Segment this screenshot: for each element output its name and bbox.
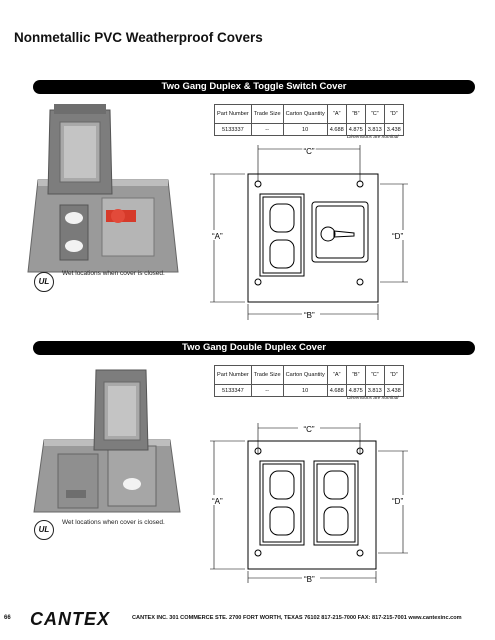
cell-c: 3.813 (364, 123, 385, 136)
product-photo-duplex-toggle (27, 104, 179, 273)
ul-mark-text: UL (38, 277, 50, 286)
page-title: Nonmetallic PVC Weatherproof Covers (14, 30, 263, 45)
col-header-a: “A” (326, 365, 347, 385)
cell-carton-quantity: 10 (282, 384, 328, 397)
col-header-carton-quantity: Carton Quantity (282, 104, 328, 124)
col-header-b: “B” (345, 365, 366, 385)
dimensions-note: Dimensions are nominal (347, 135, 399, 140)
dim-label-b: “B” (304, 311, 315, 320)
cell-b: 4.875 (345, 123, 366, 136)
col-header-trade-size: Trade Size (250, 104, 284, 124)
spec-table: Part Number Trade Size Carton Quantity “… (214, 365, 404, 397)
cell-trade-size: -- (250, 384, 284, 397)
cell-d: 3.438 (383, 123, 404, 136)
dim-label-c: “C” (303, 425, 314, 434)
section-banner-text: Two Gang Double Duplex Cover (182, 342, 326, 353)
col-header-d: “D” (383, 365, 404, 385)
section-banner: Two Gang Double Duplex Cover (33, 341, 475, 355)
dim-label-a: “A” (212, 232, 223, 241)
footer-contact: CANTEX INC. 301 COMMERCE STE. 2700 FORT … (132, 615, 462, 621)
col-header-d: “D” (383, 104, 404, 124)
svg-text:“C”: “C” (303, 147, 314, 156)
wet-location-note: Wet locations when cover is closed. (62, 270, 165, 277)
cell-c: 3.813 (364, 384, 385, 397)
dimension-drawing-duplex-toggle: “C” “C” “A” “D” “B” (210, 145, 410, 320)
dim-label-c: “C” (303, 147, 314, 156)
dimension-drawing-double-duplex: “C” “A” “D” “B” (210, 423, 410, 583)
product-photo-double-duplex (33, 369, 181, 513)
col-header-c: “C” (364, 365, 385, 385)
dim-label-b: “B” (304, 575, 315, 583)
cell-carton-quantity: 10 (282, 123, 328, 136)
col-header-part-number: Part Number (214, 365, 252, 385)
col-header-trade-size: Trade Size (250, 365, 284, 385)
cell-a: 4.688 (326, 123, 347, 136)
spec-table: Part Number Trade Size Carton Quantity “… (214, 104, 404, 136)
col-header-b: “B” (345, 104, 366, 124)
col-header-carton-quantity: Carton Quantity (282, 365, 328, 385)
dim-label-a: “A” (212, 497, 223, 506)
col-header-part-number: Part Number (214, 104, 252, 124)
dim-label-d: “D” (392, 497, 403, 506)
col-header-c: “C” (364, 104, 385, 124)
section-banner-text: Two Gang Duplex & Toggle Switch Cover (161, 81, 347, 92)
ul-listed-icon: UL (34, 272, 54, 292)
cell-part-number: 5133347 (214, 384, 252, 397)
ul-listed-icon: UL (34, 520, 54, 540)
dim-label-d: “D” (392, 232, 403, 241)
section-banner: Two Gang Duplex & Toggle Switch Cover (33, 80, 475, 94)
cell-part-number: 5133337 (214, 123, 252, 136)
page-number: 66 (4, 615, 11, 621)
cell-d: 3.438 (383, 384, 404, 397)
ul-mark-text: UL (38, 525, 50, 534)
cell-a: 4.688 (326, 384, 347, 397)
brand-logo: CANTEX (30, 609, 111, 629)
col-header-a: “A” (326, 104, 347, 124)
cell-trade-size: -- (250, 123, 284, 136)
wet-location-note: Wet locations when cover is closed. (62, 519, 165, 526)
cell-b: 4.875 (345, 384, 366, 397)
dimensions-note: Dimensions are nominal (347, 396, 399, 401)
